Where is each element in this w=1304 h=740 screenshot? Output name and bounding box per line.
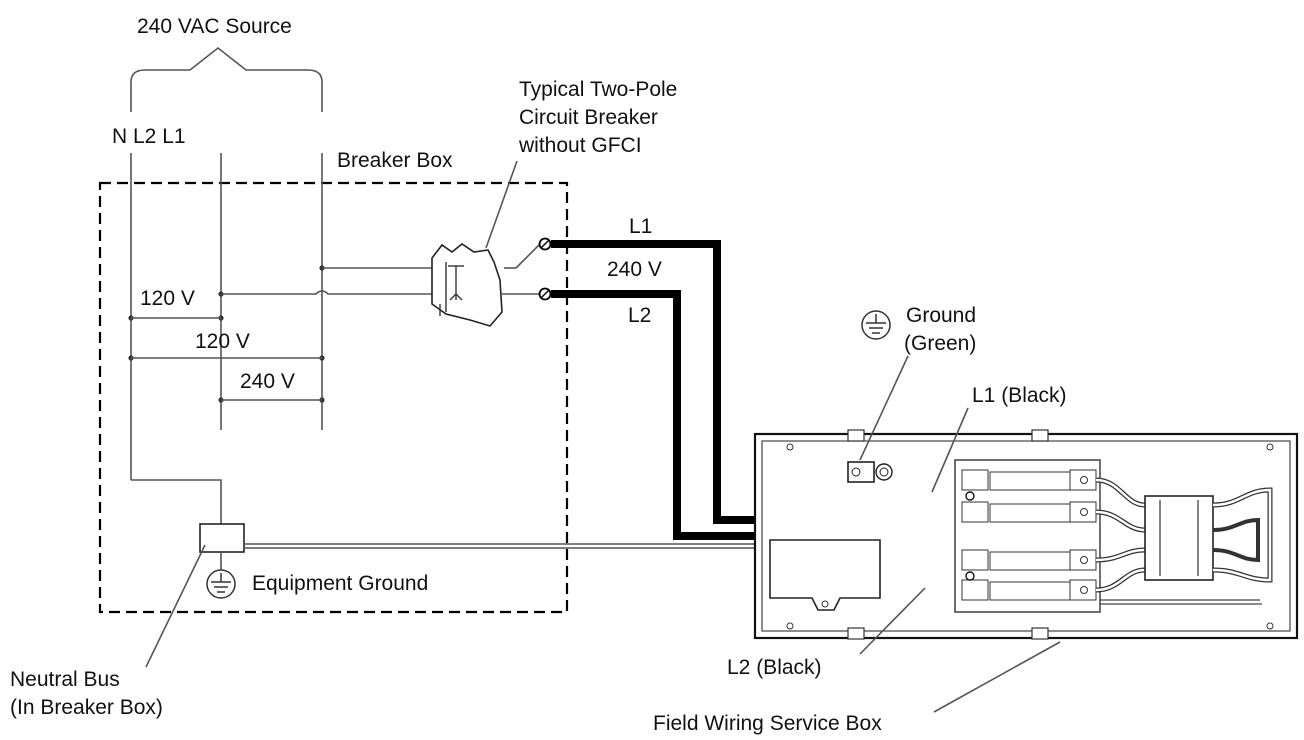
v120-label-a: 120 V [140, 287, 195, 310]
l2-black-label: L2 (Black) [727, 656, 822, 679]
breaker-box-label: Breaker Box [337, 149, 453, 172]
breaker-label-line1: Typical Two-Pole [519, 78, 677, 101]
breaker-label-line3: without GFCI [518, 134, 642, 157]
l1-black-leader [931, 407, 969, 493]
screw-terminal-icon [538, 237, 552, 251]
v240-label-b: 240 V [240, 370, 295, 393]
neutral-bus-leader [145, 544, 206, 668]
circuit-breaker-icon [431, 243, 503, 327]
ground-label-line2: (Green) [904, 332, 976, 355]
ground-label-line1: Ground [906, 304, 976, 327]
screw-terminal-icon [538, 287, 552, 301]
neutral-bus-label-line2: (In Breaker Box) [10, 696, 163, 719]
neutral-bus-label-line1: Neutral Bus [10, 668, 120, 691]
source-brace [130, 46, 323, 112]
equipment-ground-label: Equipment Ground [252, 572, 428, 595]
v240-line-label: 240 V [607, 258, 662, 281]
l2-black-leader [859, 587, 926, 655]
breaker-out-l1-diag [515, 243, 541, 269]
ground-icon [861, 310, 891, 340]
neutral-bus-block [199, 523, 245, 553]
l2-label: L2 [628, 304, 651, 327]
ground-leader [859, 355, 909, 461]
v120-label-b: 120 V [195, 330, 250, 353]
l2-feed-to-breaker [221, 290, 432, 295]
source-label: 240 VAC Source [137, 15, 292, 38]
field-wiring-service-box [753, 429, 1299, 640]
neutral-to-bus [131, 479, 222, 524]
service-box-leader [933, 641, 1061, 713]
breaker-box-outline [98, 181, 569, 614]
service-box-label: Field Wiring Service Box [653, 712, 882, 735]
ground-icon [206, 569, 236, 599]
breaker-label-line2: Circuit Breaker [519, 106, 658, 129]
breaker-leader-line [485, 160, 518, 249]
l1-label: L1 [629, 215, 652, 238]
phases-label: N L2 L1 [112, 125, 186, 148]
l1-black-label: L1 (Black) [972, 384, 1067, 407]
